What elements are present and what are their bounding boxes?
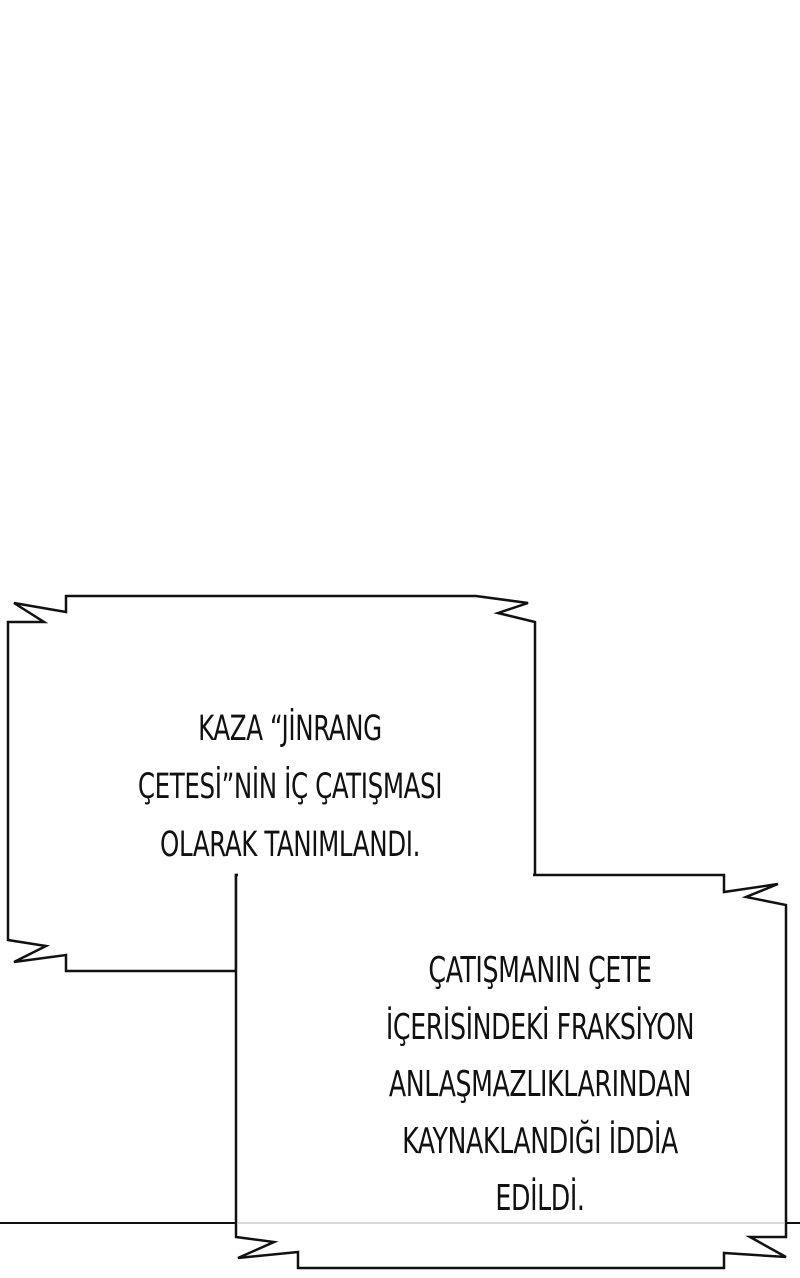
caption-box-2 [234,873,788,1270]
caption-2-line-3: ANLAŞMAZLIKLARINDAN [388,1064,692,1105]
caption-1-line-2: ÇETESİ”NİN İÇ ÇATIŞMASI [137,767,443,807]
caption-2-line-2: İÇERİSİNDEKİ FRAKSİYON [385,1007,695,1048]
caption-text-1: KAZA “JİNRANG ÇETESİ”NİN İÇ ÇATIŞMASI OL… [111,700,470,874]
caption-2-line-1: ÇATIŞMANIN ÇETE [428,950,652,991]
caption-text-2: ÇATIŞMANIN ÇETE İÇERİSİNDEKİ FRAKSİYON A… [353,942,727,1227]
caption-1-line-1: KAZA “JİNRANG [198,709,382,749]
caption-2-line-5: EDİLDİ. [495,1178,585,1219]
caption-2-line-4: KAYNAKLANDIĞI İDDİA [402,1121,678,1162]
caption-1-line-3: OLARAK TANIMLANDI. [160,825,420,865]
caption-box-1 [6,594,537,973]
